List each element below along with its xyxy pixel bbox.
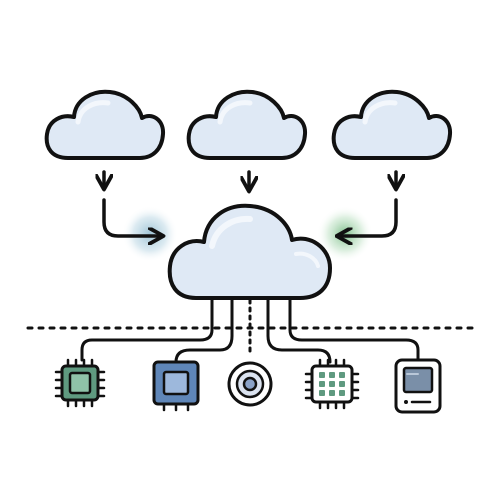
cloud-icon: [44, 89, 166, 160]
device-grid-chip: [304, 358, 360, 410]
cpu-chip-icon: [54, 358, 106, 408]
link-tablet: [288, 298, 420, 362]
hub-links: [80, 298, 420, 364]
link-cpu-green: [80, 298, 214, 362]
arrow-left-to-hub: [104, 170, 160, 236]
arrow-right-to-hub: [340, 170, 396, 236]
cloud-icon: [186, 89, 308, 160]
handheld-device-icon: [394, 358, 442, 414]
device-chip-blue: [152, 360, 200, 412]
cloud-icon: [331, 89, 453, 160]
glow-blue: [122, 206, 178, 262]
cloud-left: [44, 89, 166, 160]
link-grid-chip: [266, 298, 332, 364]
processor-icon: [152, 360, 200, 412]
cloud-right: [331, 89, 453, 160]
device-disc: [227, 361, 273, 407]
device-cpu-green: [54, 358, 106, 408]
hub-cloud: [167, 203, 332, 300]
grid-chip-icon: [304, 358, 360, 410]
disc-icon: [227, 361, 273, 407]
link-chip-blue: [174, 298, 234, 364]
cloud-icon: [167, 203, 332, 300]
device-tablet: [394, 358, 442, 414]
cloud-center: [186, 89, 308, 160]
